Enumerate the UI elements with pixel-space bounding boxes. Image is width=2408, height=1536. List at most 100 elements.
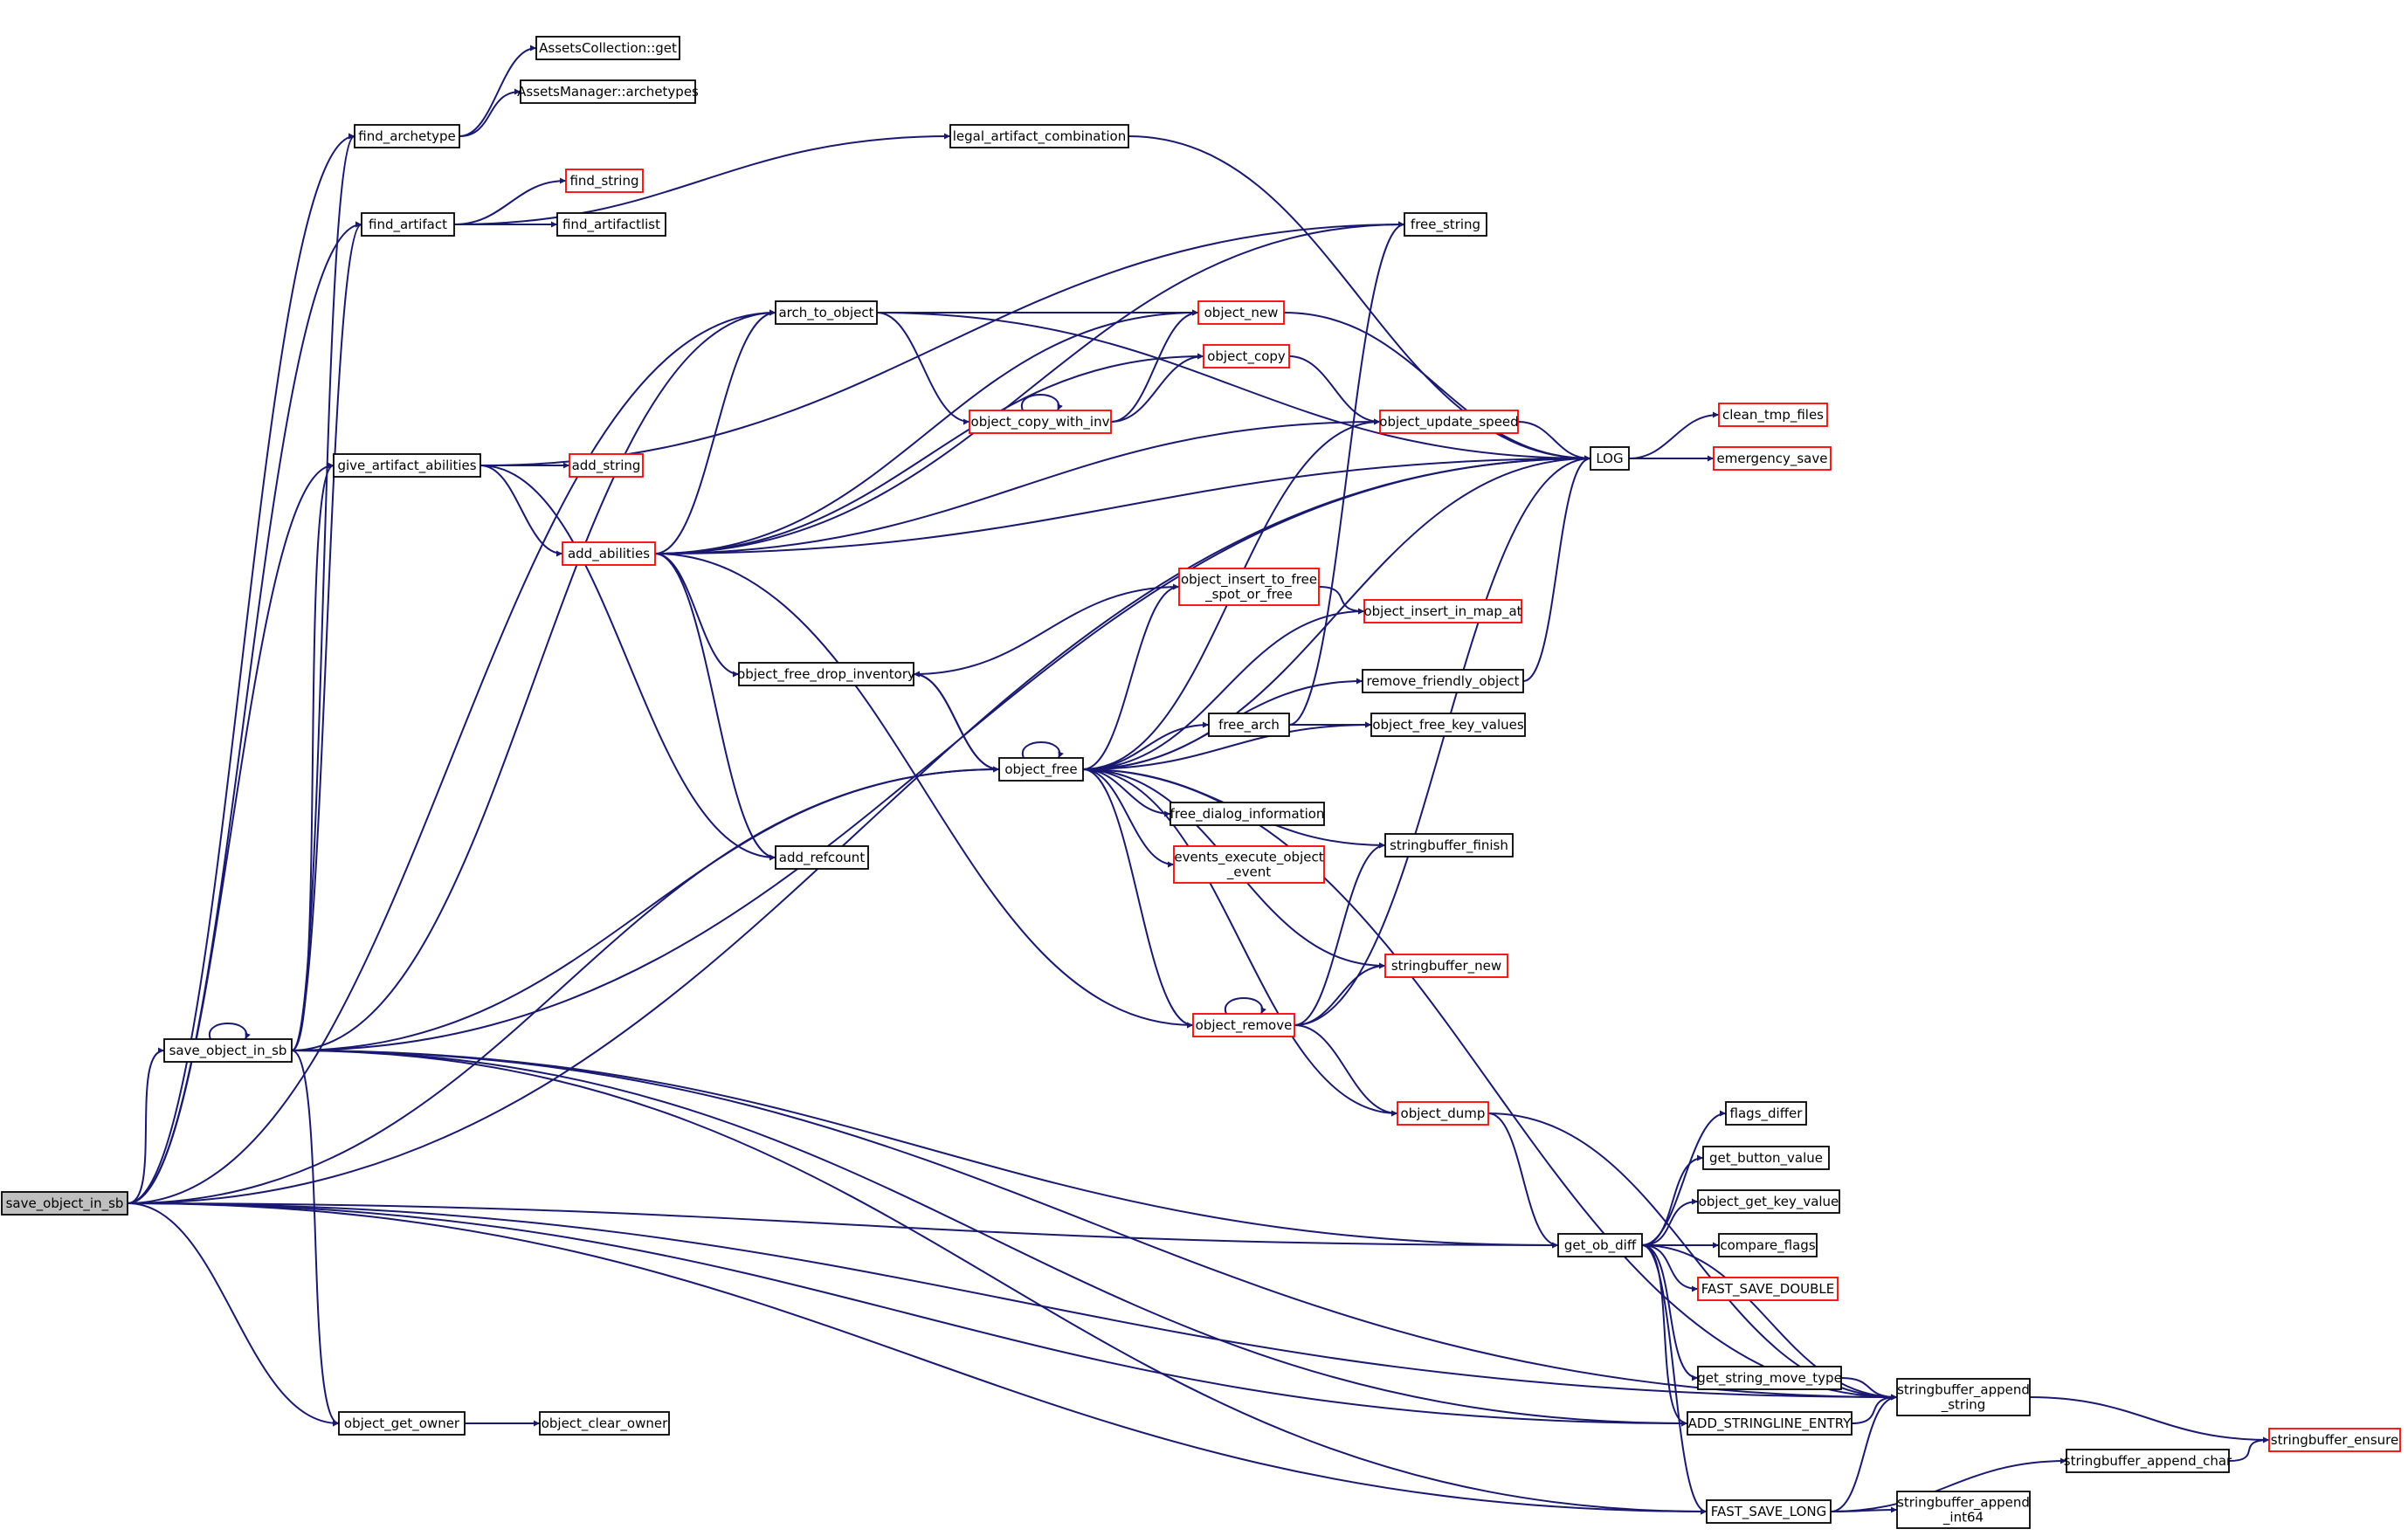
node-box[interactable] [1208,713,1290,737]
node-object-clear-owner[interactable]: object_clear_owner [539,1411,670,1436]
node-object-insert-in-map-at[interactable]: object_insert_in_map_at [1363,599,1522,623]
node-box[interactable] [1197,300,1285,325]
node-object-update-speed[interactable]: object_update_speed [1379,410,1519,434]
node-get-button-value[interactable]: get_button_value [1702,1146,1830,1170]
node-find-artifactlist[interactable]: find_artifactlist [556,212,666,237]
node-find-string[interactable]: find_string [565,169,644,193]
node-assetsmanager-archetypes[interactable]: AssetsManager::archetypes [517,79,699,104]
node-box[interactable] [535,36,680,60]
node-get-ob-diff[interactable]: get_ob_diff [1557,1233,1643,1257]
node-box[interactable] [1384,954,1508,978]
node-find-artifact[interactable]: find_artifact [361,212,455,237]
node-box[interactable] [1697,1189,1840,1214]
node-add-refcount[interactable]: add_refcount [775,845,869,870]
node-box[interactable] [163,1038,293,1063]
node-get-string-move-type[interactable]: get_string_move_type [1697,1366,1842,1390]
node-legal-artifact-combination[interactable]: legal_artifact_combination [949,124,1129,148]
node-emergency-save[interactable]: emergency_save [1713,446,1832,471]
node-find-archetype[interactable]: find_archetype [354,124,460,148]
node-box[interactable] [354,124,460,148]
node-assetscollection-get[interactable]: AssetsCollection::get [535,36,680,60]
node-clean-tmp-files[interactable]: clean_tmp_files [1718,403,1828,427]
node-stringbuffer-finish[interactable]: stringbuffer_finish [1384,833,1514,858]
node-arch-to-object[interactable]: arch_to_object [775,300,878,325]
node-object-free-drop-inventory[interactable]: object_free_drop_inventory [737,662,915,686]
node-remove-friendly-object[interactable]: remove_friendly_object [1362,669,1524,693]
node-box[interactable] [1384,833,1514,858]
node-box[interactable] [1557,1233,1643,1257]
node-box[interactable] [775,300,878,325]
node-box[interactable] [338,1411,466,1436]
node-box[interactable] [1718,1233,1818,1257]
node-box[interactable] [1178,568,1320,606]
node-log[interactable]: LOG [1590,446,1630,471]
node-object-remove[interactable]: object_remove [1192,1013,1295,1037]
node-object-get-owner[interactable]: object_get_owner [338,1411,466,1436]
node-free-dialog-information[interactable]: free_dialog_information [1170,802,1325,826]
node-box[interactable] [1,1191,128,1216]
node-box[interactable] [569,453,644,478]
node-add-stringline-entry[interactable]: ADD_STRINGLINE_ENTRY [1687,1411,1853,1436]
node-box[interactable] [556,212,666,237]
node-fast-save-double[interactable]: FAST_SAVE_DOUBLE [1697,1277,1839,1301]
node-box[interactable] [1370,713,1526,737]
node-box[interactable] [1896,1491,2031,1529]
node-object-copy-with-inv[interactable]: object_copy_with_inv [969,410,1112,434]
node-box[interactable] [520,79,696,104]
node-box[interactable] [1725,1101,1807,1126]
node-box[interactable] [1173,845,1325,884]
node-box[interactable] [539,1411,670,1436]
node-box[interactable] [1697,1366,1842,1390]
node-box[interactable] [1687,1411,1853,1436]
node-box[interactable] [1702,1146,1830,1170]
node-box[interactable] [969,410,1112,434]
node-add-string[interactable]: add_string [569,453,644,478]
node-flags-differ[interactable]: flags_differ [1725,1101,1807,1126]
node-object-get-key-value[interactable]: object_get_key_value [1697,1189,1840,1214]
node-box[interactable] [1362,669,1524,693]
node-free-arch[interactable]: free_arch [1208,713,1290,737]
node-events-execute-object-event[interactable]: events_execute_object_event [1173,845,1325,884]
node-box[interactable] [2268,1428,2401,1452]
node-box[interactable] [1697,1277,1839,1301]
node-object-new[interactable]: object_new [1197,300,1285,325]
node-box[interactable] [333,453,481,478]
node-box[interactable] [775,845,869,870]
node-fast-save-long[interactable]: FAST_SAVE_LONG [1706,1499,1832,1524]
node-box[interactable] [1203,344,1290,369]
node-box[interactable] [1590,446,1630,471]
node-save-object-in-sb[interactable]: save_object_in_sb [163,1038,293,1063]
node-stringbuffer-append-string[interactable]: stringbuffer_append_string [1896,1378,2031,1416]
node-box[interactable] [1379,410,1519,434]
node-box[interactable] [738,662,914,686]
node-save-object-in-sb-root[interactable]: save_object_in_sb [1,1191,128,1216]
node-box[interactable] [1718,403,1828,427]
node-give-artifact-abilities[interactable]: give_artifact_abilities [333,453,481,478]
node-compare-flags[interactable]: compare_flags [1718,1233,1818,1257]
node-stringbuffer-append-char[interactable]: stringbuffer_append_char [2064,1449,2232,1473]
node-box[interactable] [1397,1101,1489,1126]
node-object-free-key-values[interactable]: object_free_key_values [1370,713,1526,737]
node-box[interactable] [1713,446,1832,471]
node-box[interactable] [1706,1499,1832,1524]
node-box[interactable] [1363,599,1522,623]
node-box[interactable] [2066,1449,2230,1473]
node-free-string[interactable]: free_string [1404,212,1487,237]
node-object-insert-to-free-spot-or-free[interactable]: object_insert_to_free_spot_or_free [1178,568,1320,606]
node-box[interactable] [1192,1013,1295,1037]
node-box[interactable] [1170,802,1325,826]
node-box[interactable] [998,757,1084,782]
node-box[interactable] [1896,1378,2031,1416]
node-box[interactable] [565,169,644,193]
node-object-dump[interactable]: object_dump [1397,1101,1489,1126]
node-stringbuffer-new[interactable]: stringbuffer_new [1384,954,1508,978]
node-object-free[interactable]: object_free [998,757,1084,782]
node-stringbuffer-ensure[interactable]: stringbuffer_ensure [2268,1428,2401,1452]
node-box[interactable] [1404,212,1487,237]
node-object-copy[interactable]: object_copy [1203,344,1290,369]
node-stringbuffer-append-int64[interactable]: stringbuffer_append_int64 [1896,1491,2031,1529]
node-add-abilities[interactable]: add_abilities [562,541,656,566]
node-box[interactable] [562,541,656,566]
node-box[interactable] [949,124,1129,148]
node-box[interactable] [361,212,455,237]
